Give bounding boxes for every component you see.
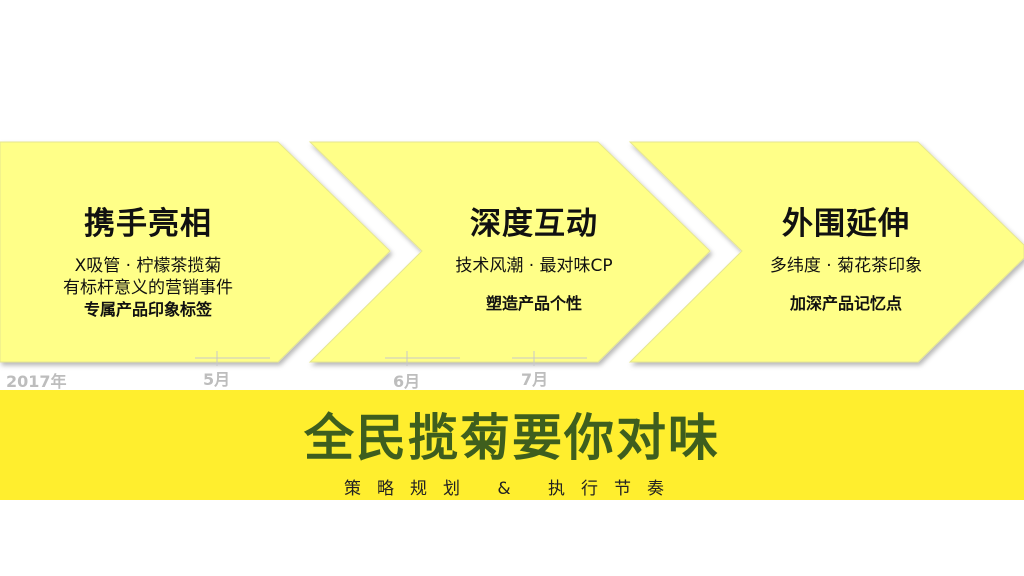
stage-3-text: 外围延伸 多纬度 · 菊花茶印象 加深产品记忆点 — [730, 198, 962, 315]
slogan-banner — [0, 390, 1024, 500]
stage-3-highlight: 加深产品记忆点 — [789, 294, 902, 313]
stage-3-line-1: 多纬度 · 菊花茶印象 — [769, 256, 923, 276]
stage-1-line-2: 有标杆意义的营销事件 — [63, 278, 233, 298]
stage-1-title: 携手亮相 — [84, 206, 212, 242]
slogan-subtitle: 策略规划 & 执行节奏 — [343, 479, 681, 499]
timeline-month-june: 6月 — [393, 372, 421, 391]
stage-2-text: 深度互动 技术风潮 · 最对味CP 塑造产品个性 — [416, 198, 652, 315]
timeline-month-july: 7月 — [521, 370, 549, 389]
timeline-month-may: 5月 — [203, 370, 231, 389]
timeline-year-label: 2017年 — [6, 372, 67, 391]
slogan-title: 全民揽菊要你对味 — [304, 409, 720, 467]
chevron-stage-1 — [0, 141, 391, 363]
chevron-stage-3 — [628, 141, 1024, 363]
stage-1-text: 携手亮相 X吸管 · 柠檬茶揽菊 有标杆意义的营销事件 专属产品印象标签 — [30, 198, 266, 321]
stage-2-highlight: 塑造产品个性 — [485, 294, 582, 313]
stage-2-title: 深度互动 — [470, 206, 598, 242]
stage-1-highlight: 专属产品印象标签 — [83, 300, 212, 319]
stage-3-title: 外围延伸 — [782, 206, 910, 242]
stage-2-line-1: 技术风潮 · 最对味CP — [455, 256, 613, 276]
stage-1-line-1: X吸管 · 柠檬茶揽菊 — [74, 256, 222, 276]
timeline-ticks — [195, 351, 587, 366]
chevron-stage-2 — [308, 141, 711, 363]
